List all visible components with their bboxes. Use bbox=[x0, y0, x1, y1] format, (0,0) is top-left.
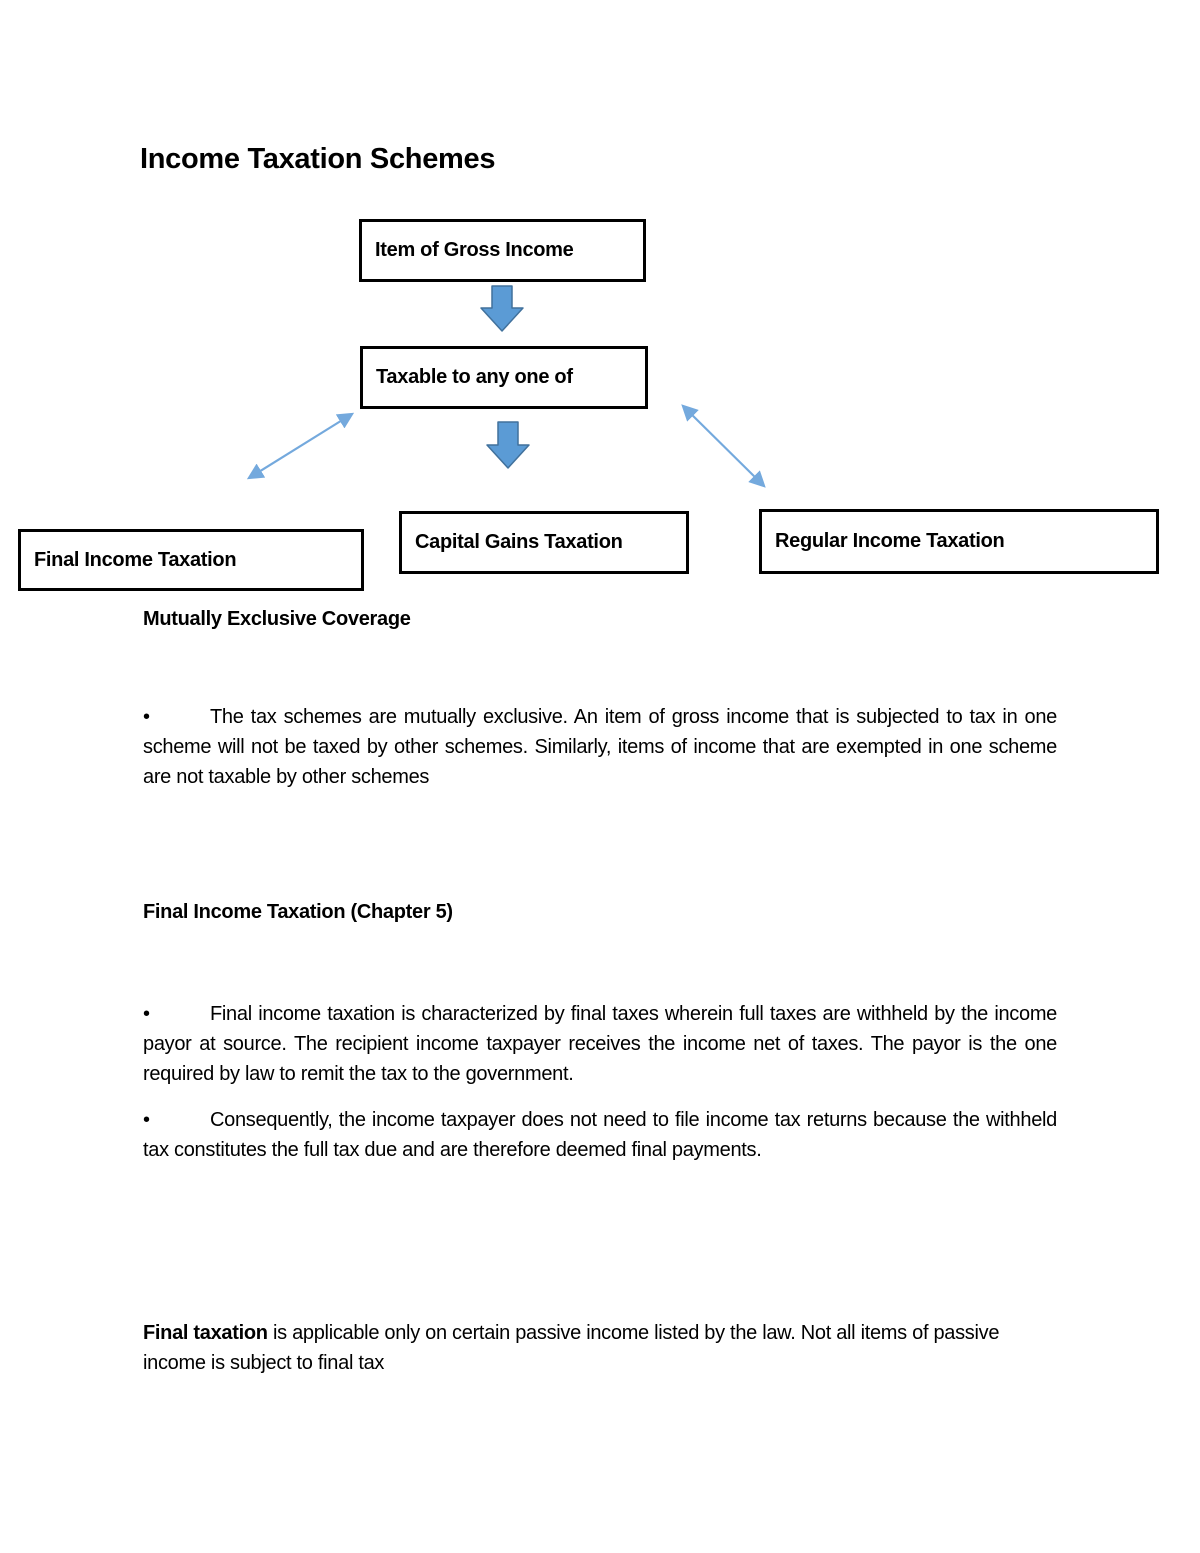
down-block-arrow-icon bbox=[480, 285, 524, 332]
bullet-item-consequently-no-returns: •Consequently, the income taxpayer does … bbox=[143, 1105, 1057, 1165]
flow-box-label: Capital Gains Taxation bbox=[415, 531, 623, 553]
bullet-text: Final income taxation is characterized b… bbox=[143, 1003, 1057, 1085]
page-title: Income Taxation Schemes bbox=[140, 143, 496, 175]
bullet-item-tax-schemes: •The tax schemes are mutually exclusive.… bbox=[143, 702, 1057, 792]
flow-box-label: Item of Gross Income bbox=[375, 239, 574, 261]
closing-paragraph-text: is applicable only on certain passive in… bbox=[143, 1322, 1000, 1374]
flow-box-regular-income-taxation: Regular Income Taxation bbox=[759, 509, 1159, 574]
bullet-text: Consequently, the income taxpayer does n… bbox=[143, 1109, 1057, 1161]
bullet-marker: • bbox=[143, 1109, 150, 1131]
flow-box-item-of-gross-income: Item of Gross Income bbox=[359, 219, 646, 282]
flow-box-label: Final Income Taxation bbox=[34, 548, 237, 571]
flow-box-taxable-to-any-one-of: Taxable to any one of bbox=[360, 346, 648, 409]
diagonal-double-arrow-left-icon bbox=[246, 412, 355, 480]
flow-box-capital-gains-taxation: Capital Gains Taxation bbox=[399, 511, 689, 574]
section-heading-final-income-taxation: Final Income Taxation (Chapter 5) bbox=[143, 901, 453, 923]
bullet-text: The tax schemes are mutually exclusive. … bbox=[143, 706, 1057, 788]
flow-box-label: Taxable to any one of bbox=[376, 366, 573, 388]
flow-box-final-income-taxation: Final Income Taxation bbox=[18, 529, 364, 591]
bullet-item-final-income-characterized: •Final income taxation is characterized … bbox=[143, 999, 1057, 1089]
down-block-arrow-icon bbox=[486, 421, 530, 469]
diagonal-double-arrow-right-icon bbox=[681, 404, 766, 488]
bullet-marker: • bbox=[143, 706, 150, 728]
bullet-marker: • bbox=[143, 1003, 150, 1025]
section-heading-mutually-exclusive-coverage: Mutually Exclusive Coverage bbox=[143, 608, 411, 630]
closing-paragraph-bold-lead: Final taxation bbox=[143, 1322, 268, 1344]
closing-paragraph: Final taxation is applicable only on cer… bbox=[143, 1318, 1057, 1378]
flow-box-label: Regular Income Taxation bbox=[775, 530, 1005, 552]
